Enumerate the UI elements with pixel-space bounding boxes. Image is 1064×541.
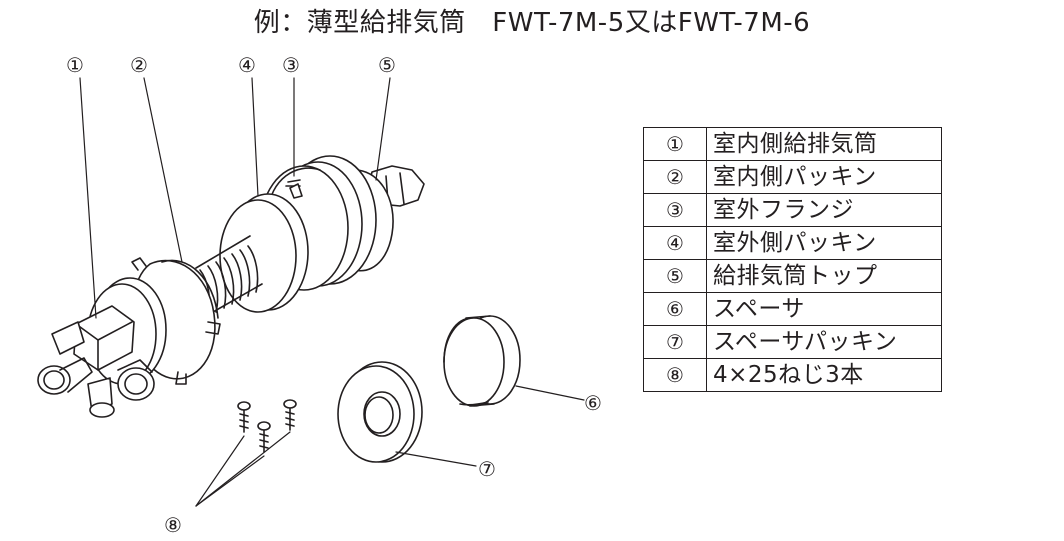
spacer-gasket-part <box>337 361 423 463</box>
part-name: 給排気筒トップ <box>706 259 942 293</box>
callout-2: ② <box>130 53 148 77</box>
part-number: ② <box>643 160 707 194</box>
part-name: 室内側パッキン <box>706 160 942 194</box>
callout-6: ⑥ <box>584 391 602 415</box>
callout-8: ⑧ <box>164 513 182 537</box>
part-number: ⑥ <box>643 292 707 326</box>
callout-5: ⑤ <box>378 53 396 77</box>
part-name: 室外フランジ <box>706 193 942 227</box>
exploded-parts-drawing: ① ② ④ ③ ⑤ ⑥ ⑦ ⑧ <box>37 53 602 537</box>
part-number: ⑧ <box>643 358 707 392</box>
part-name: 室外側パッキン <box>706 226 942 260</box>
part-number: ① <box>643 127 707 161</box>
callout-7: ⑦ <box>478 457 496 481</box>
callout-3: ③ <box>282 53 300 77</box>
spacer-part <box>443 315 521 407</box>
indoor-pipe-part <box>37 277 167 418</box>
diagram-title: 例：薄型給排気筒 FWT-7M-5又はFWT-7M-6 <box>253 8 811 38</box>
part-number: ④ <box>643 226 707 260</box>
part-name: スペーサ <box>706 292 942 326</box>
part-name: 室内側給排気筒 <box>706 127 942 161</box>
part-number: ⑤ <box>643 259 707 293</box>
part-name: 4×25ねじ3本 <box>706 358 942 392</box>
screws-part <box>237 399 297 453</box>
outer-gasket-part <box>219 193 309 313</box>
callout-4: ④ <box>238 53 256 77</box>
leader-lines <box>79 77 585 507</box>
part-number: ⑦ <box>643 325 707 359</box>
part-name: スペーサパッキン <box>706 325 942 359</box>
part-number: ③ <box>643 193 707 227</box>
callout-1: ① <box>66 53 84 77</box>
